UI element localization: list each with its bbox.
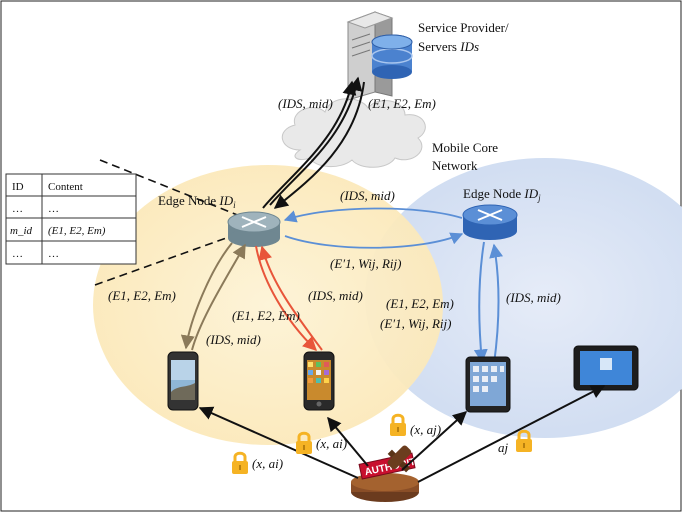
label-edge-bottom: (E′1, Wij, Rij): [330, 256, 401, 271]
phone-left-icon: [167, 351, 199, 411]
label-auth-phone2: (x, ai): [316, 436, 347, 451]
lock-icon: [232, 451, 248, 474]
arrow-authority-to-tablet: [401, 411, 468, 471]
label-from-server: (E1, E2, Em): [368, 96, 436, 111]
label-auth-ipad: aj: [498, 440, 509, 455]
label-auth-phone1: (x, ai): [252, 456, 283, 471]
arrow-phone2-to-edge: [258, 245, 323, 351]
label-right-up-1: (E1, E2, Em): [386, 296, 454, 311]
ipad-icon: [573, 345, 639, 391]
arrow-edge-left-to-right: [284, 232, 464, 249]
dashed-line-bottom: [94, 231, 244, 286]
lock-icon: [390, 413, 406, 436]
label-right-up-2: (E′1, Wij, Rij): [380, 316, 451, 331]
service-provider-line2: Servers IDs: [418, 39, 479, 54]
label-to-server: (IDS, mid): [278, 96, 333, 111]
cloud-icon: [282, 98, 426, 168]
table-cell: m_id: [10, 225, 33, 237]
arrow-edge-to-server-2: [262, 80, 357, 209]
arrow-phone1-to-edge: [191, 243, 246, 351]
label-phone1-up: (E1, E2, Em): [108, 288, 176, 303]
arrow-server-to-edge: [273, 81, 365, 209]
arrow-edge-right-to-left: [283, 207, 463, 223]
id-content-table: ID Content … … m_id (E1, E2, Em) … …: [5, 173, 137, 265]
label-edge-top: (IDS, mid): [340, 188, 395, 203]
arrow-edge-to-tablet: [473, 241, 488, 364]
table-header-content: Content: [48, 181, 83, 193]
label-phone2-down: (IDS, mid): [308, 288, 363, 303]
service-provider-line1: Service Provider/: [418, 20, 509, 35]
edge-node-right-label: Edge Node IDj: [463, 186, 541, 203]
table-header-id: ID: [12, 181, 24, 193]
table-cell: …: [12, 248, 23, 260]
arrow-edge-to-phone1: [180, 242, 233, 350]
label-phone1-down: (IDS, mid): [206, 332, 261, 347]
core-network-line1: Mobile Core: [432, 140, 498, 155]
router-left-icon: [227, 211, 281, 247]
arrow-authority-to-phone2: [327, 416, 369, 467]
table-cell: …: [12, 203, 23, 215]
server-icon: [346, 11, 413, 101]
arrow-authority-to-ipad: [417, 385, 606, 483]
label-auth-tablet: (x, aj): [410, 422, 441, 437]
lock-icon: [296, 431, 312, 454]
table-cell: (E1, E2, Em): [48, 225, 106, 237]
table-cell: …: [48, 248, 59, 260]
label-phone2-up: (E1, E2, Em): [232, 308, 300, 323]
arrow-tablet-to-edge: [489, 243, 504, 365]
arrow-edge-to-server-1: [269, 76, 363, 206]
phone-right-icon: [303, 351, 335, 411]
tablet-icon: [465, 356, 511, 413]
router-right-icon: [462, 204, 518, 240]
core-network-line2: Network: [432, 158, 478, 173]
edge-node-left-label: Edge Node IDi: [158, 193, 236, 210]
label-right-down: (IDS, mid): [506, 290, 561, 305]
dashed-line-top: [99, 159, 246, 219]
lock-icon: [516, 429, 532, 452]
table-cell: …: [48, 203, 59, 215]
arrow-authority-to-phone1: [198, 406, 359, 479]
